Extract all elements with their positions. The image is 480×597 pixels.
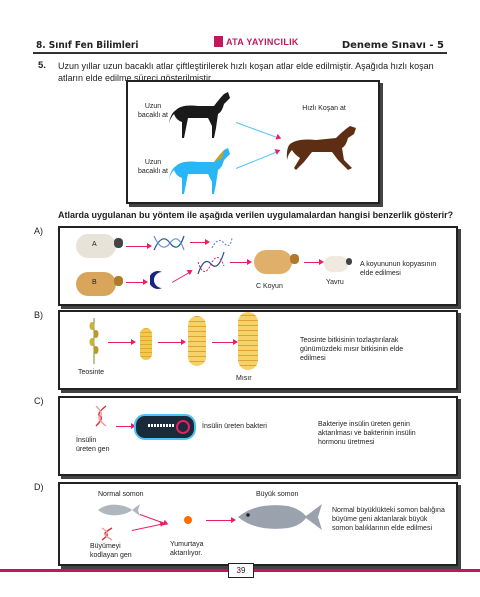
sheep-c-head-icon xyxy=(290,254,299,264)
corn-medium-icon xyxy=(188,316,206,366)
normal-salmon-label: Normal somon xyxy=(98,491,144,498)
exam-title: Deneme Sınavı - 5 xyxy=(341,40,444,51)
egg-icon xyxy=(184,516,192,524)
brown-horse-icon xyxy=(286,126,356,170)
arrow-icon xyxy=(190,239,210,245)
arrow-top-icon xyxy=(235,122,278,139)
sheep-b-label: B xyxy=(92,279,97,286)
arrow-icon xyxy=(230,259,252,265)
bacterium-label: İnsülin üreten bakteri xyxy=(202,423,267,430)
option-b-desc: Teosinte bitkisinin tozlaştırılarak günü… xyxy=(300,337,404,362)
dna-fragment-icon xyxy=(211,237,233,249)
publisher-logo: ATA YAYINCILIK xyxy=(214,36,299,47)
option-c-desc: Bakteriye insülin üreten genin aktarılma… xyxy=(318,421,416,446)
sheep-c-label: C Koyun xyxy=(256,283,283,290)
corn-large-icon xyxy=(238,312,258,370)
teosinte-label: Teosinte xyxy=(78,369,105,376)
page-number: 39 xyxy=(228,563,254,578)
horse-figure: Uzun bacaklı at Uzun bacaklı at Hızlı Ko… xyxy=(126,80,380,204)
sheep-c-icon xyxy=(254,250,292,274)
option-c-box[interactable]: İnsülin üreten gen İnsülin üreten bakter… xyxy=(58,396,458,476)
blue-horse-icon xyxy=(169,148,230,194)
option-c-label: C) xyxy=(34,396,44,406)
publisher-name: ATA YAYINCILIK xyxy=(226,36,299,47)
normal-salmon-icon xyxy=(98,504,140,516)
sheep-a-icon xyxy=(76,234,116,258)
lamb-label: Yavru xyxy=(326,279,344,286)
corn-label: Mısır xyxy=(236,375,252,382)
growth-gene-icon xyxy=(101,527,113,541)
arrow-icon xyxy=(108,339,136,345)
big-salmon-icon xyxy=(238,504,322,530)
dna-icon xyxy=(153,235,185,251)
horse-bottom-label: Uzun bacaklı at xyxy=(138,159,168,175)
gene-icon xyxy=(95,405,107,427)
sheep-b-icon xyxy=(76,272,116,296)
arrow-icon xyxy=(126,279,148,285)
arrow-icon xyxy=(304,259,324,265)
option-d-box[interactable]: Normal somon Büyümeyi kodlayan gen Yumur… xyxy=(58,482,458,566)
arrow-icon xyxy=(126,243,152,249)
sheep-b-head-icon xyxy=(114,276,123,286)
arrow-icon xyxy=(171,272,190,283)
black-horse-icon xyxy=(169,92,230,138)
gene-label: İnsülin üreten gen xyxy=(76,437,110,453)
arrow-icon xyxy=(212,339,238,345)
arrow-icon xyxy=(206,517,236,523)
corn-small-icon xyxy=(140,328,152,360)
arrow-bottom-icon xyxy=(235,151,277,169)
horse-top-label: Uzun bacaklı at xyxy=(138,103,168,119)
big-salmon-label: Büyük somon xyxy=(256,491,299,498)
option-a-label: A) xyxy=(34,226,43,236)
question-number: 5. xyxy=(38,60,46,71)
arrow-icon xyxy=(116,423,136,429)
course-title: 8. Sınıf Fen Bilimleri xyxy=(36,40,139,51)
lamb-head-icon xyxy=(346,258,352,265)
fast-horse-label: Hızlı Koşan at xyxy=(302,105,346,112)
question-ask: Atlarda uygulanan bu yöntem ile aşağıda … xyxy=(58,210,454,220)
option-d-desc: Normal büyüklükteki somon balığına büyüm… xyxy=(332,507,445,532)
option-b-box[interactable]: Teosinte Mısır Teosinte bitkisinin tozla… xyxy=(58,310,458,390)
arrow-icon xyxy=(131,523,162,531)
dna-recombinant-icon xyxy=(197,251,225,275)
question-text: Uzun yıllar uzun bacaklı atlar çiftleşti… xyxy=(58,61,434,83)
sheep-a-head-icon xyxy=(114,238,123,248)
header-divider xyxy=(33,52,447,54)
teosinte-icon xyxy=(89,318,99,364)
option-d-label: D) xyxy=(34,482,44,492)
egg-cell-icon xyxy=(150,271,162,289)
option-b-label: B) xyxy=(34,310,43,320)
option-a-desc: A koyununun kopyasının elde edilmesi xyxy=(360,261,437,277)
arrow-icon xyxy=(158,339,186,345)
logo-mark-icon xyxy=(214,36,223,47)
bacterium-icon xyxy=(134,414,196,440)
egg-label: Yumurtaya aktarılıyor. xyxy=(170,541,204,557)
growth-gene-label: Büyümeyi kodlayan gen xyxy=(90,543,132,559)
sheep-a-label: A xyxy=(92,241,97,248)
lamb-icon xyxy=(324,256,348,272)
option-a-box[interactable]: A B C Koyun Yavru A koyununun kopyasının… xyxy=(58,226,458,306)
